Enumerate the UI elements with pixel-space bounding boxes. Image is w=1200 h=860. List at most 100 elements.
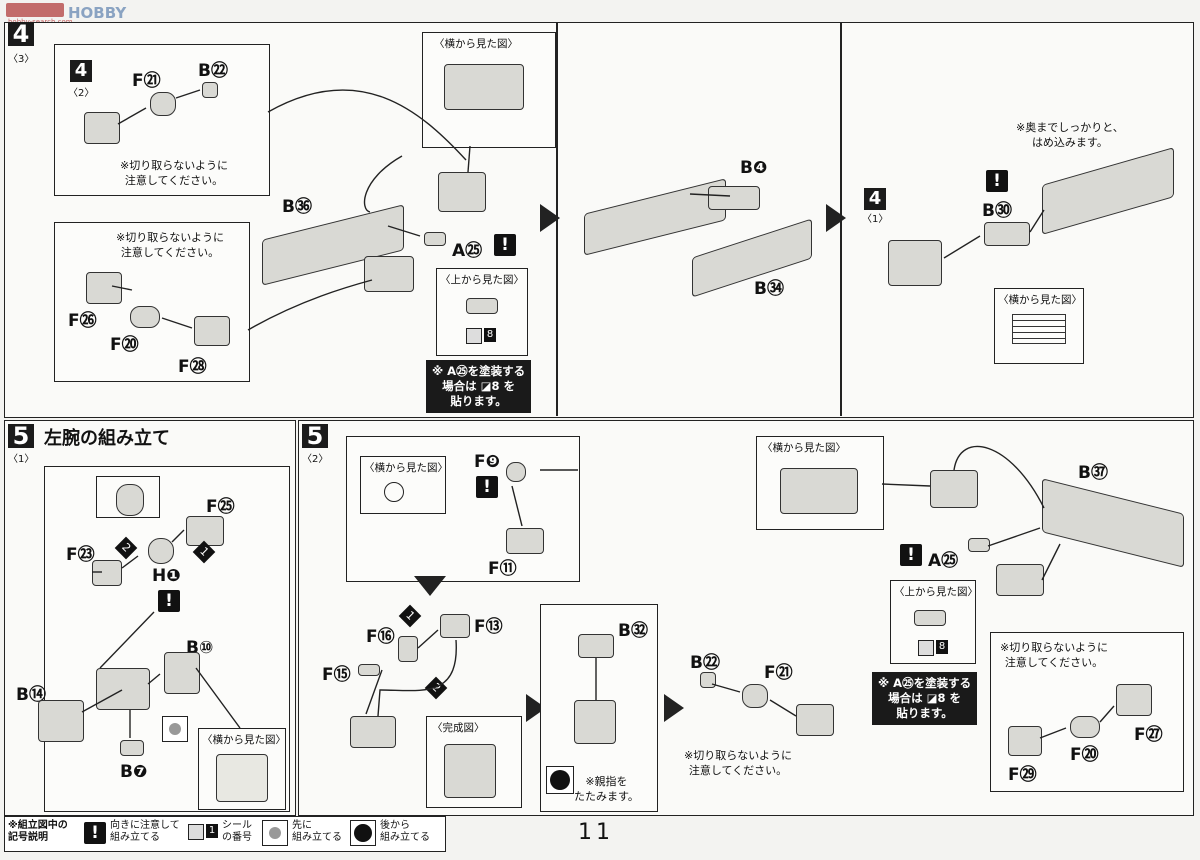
part-b14 <box>38 700 84 742</box>
top-view-label: 〈上から見た図〉 <box>440 274 524 286</box>
top-view-box <box>436 268 528 356</box>
label-f16: F⑯ <box>366 627 395 647</box>
label-f29: F㉙ <box>1008 765 1037 785</box>
part-b10 <box>164 652 200 694</box>
paint-note-right: ※ A㉕を塗装する 場合は ◪8 を 貼ります。 <box>872 672 978 725</box>
side-view-label-2: 〈横から見た図〉 <box>998 294 1082 306</box>
label-f27: F㉗ <box>1134 725 1163 745</box>
label-b30: B㉚ <box>982 201 1012 221</box>
label-f21-wrist: F㉑ <box>764 663 793 683</box>
legend-warning-icon: ! <box>84 822 106 844</box>
part-hand-thumb <box>574 700 616 744</box>
side-view-label: 〈横から見た図〉 <box>434 38 518 50</box>
part-top-piece-right <box>930 470 978 508</box>
step-ref-number: 4 <box>864 188 886 210</box>
note-insert: ※奥までしっかりと、 はめ込みます。 <box>1016 121 1124 149</box>
legend-later-icon <box>350 820 376 846</box>
label-f25: F㉕ <box>206 497 235 517</box>
legend-title: ※組立図中の 記号説明 <box>8 820 68 843</box>
part-f20-right <box>1070 716 1100 738</box>
label-f23: F㉓ <box>66 545 95 565</box>
part-joint-right <box>996 564 1044 596</box>
part-f29 <box>1008 726 1042 756</box>
warning-icon-f9: ! <box>476 476 498 498</box>
substep-label: 〈3〉 <box>8 54 35 65</box>
step-arrow-4 <box>664 694 684 722</box>
label-f21: F㉑ <box>132 71 161 91</box>
substep-5-1: 〈1〉 <box>8 454 35 465</box>
part-f13 <box>440 614 470 638</box>
thumb-note: ※親指を たたみます。 <box>574 775 639 803</box>
part-b32 <box>578 634 614 658</box>
part-a25 <box>424 232 446 246</box>
part-wrist-base <box>796 704 834 736</box>
later-assembly-icon <box>546 766 574 794</box>
down-arrow <box>414 576 446 596</box>
part-f23 <box>92 560 122 586</box>
label-h1: H❶ <box>152 566 181 586</box>
sticker-number-right: 8 <box>936 640 948 654</box>
legend-first-text: 先に 組み立てる <box>292 820 342 843</box>
warning-icon-b30: ! <box>986 170 1008 192</box>
top-view-part-right <box>914 610 946 626</box>
part-hand-assembly <box>350 716 396 748</box>
part-b22 <box>202 82 218 98</box>
step-number-4: 4 <box>8 22 34 46</box>
complete-view-label: 〈完成図〉 <box>432 722 485 734</box>
detail-step-number: 4 <box>70 60 92 82</box>
side-view-part-left <box>216 754 268 802</box>
label-b4: B❹ <box>740 158 768 178</box>
legend-sticker-number: 1 <box>206 824 218 838</box>
part-block <box>888 240 942 286</box>
label-a25-right: A㉕ <box>928 551 959 571</box>
label-f13: F⑬ <box>474 617 503 637</box>
part-shoulder-ref <box>116 484 144 516</box>
note-no-cut-joint: ※切り取らないように 注意してください。 <box>116 231 224 259</box>
side-view-label-right: 〈横から見た図〉 <box>762 442 846 454</box>
label-b22: B㉒ <box>198 61 228 81</box>
part-b30 <box>984 222 1030 246</box>
label-f20-right: F⑳ <box>1070 745 1099 765</box>
side-view-part <box>444 64 524 110</box>
step-arrow-2 <box>826 204 846 232</box>
part-f28 <box>194 316 230 346</box>
section-title: 左腕の組み立て <box>44 428 170 449</box>
part-shoulder-main <box>96 668 150 710</box>
hand-side-view-ring <box>384 482 404 502</box>
part-head-base <box>84 112 120 144</box>
legend-sticker-icon <box>188 824 204 840</box>
watermark-kanji <box>6 3 64 17</box>
label-b32: B㉜ <box>618 621 648 641</box>
warning-icon-h1: ! <box>158 590 180 612</box>
side-view-label-left: 〈横から見た図〉 <box>202 734 286 746</box>
part-f11 <box>506 528 544 554</box>
complete-view-part <box>444 744 496 798</box>
note-no-cut-top: ※切り取らないように 注意してください。 <box>120 159 228 187</box>
legend-warning-text: 向きに注意して 組み立てる <box>110 820 180 843</box>
note-no-cut-joint-right: ※切り取らないように 注意してください。 <box>1000 641 1108 669</box>
step-number-5-left: 5 <box>8 424 34 448</box>
part-f16 <box>398 636 418 662</box>
hand-side-view-label: 〈横から見た図〉 <box>364 462 448 474</box>
label-b22-wrist: B㉒ <box>690 653 720 673</box>
part-h1 <box>148 538 174 564</box>
side-view-lines <box>1012 314 1066 344</box>
part-f21 <box>150 92 176 116</box>
sticker-icon-right <box>918 640 934 656</box>
note-no-cut-wrist: ※切り取らないように 注意してください。 <box>684 749 792 777</box>
part-f21-wrist <box>742 684 768 708</box>
step-ref-substep: 〈1〉 <box>862 214 889 225</box>
label-b37: B㊲ <box>1078 463 1108 483</box>
label-b7: B❼ <box>120 762 148 782</box>
part-f20 <box>130 306 160 328</box>
paint-note-top: ※ A㉕を塗装する 場合は ◪8 を 貼ります。 <box>426 360 532 413</box>
label-a25: A㉕ <box>452 241 483 261</box>
part-f9 <box>506 462 526 482</box>
step-arrow-1 <box>540 204 560 232</box>
label-b34: B㉞ <box>754 279 784 299</box>
sticker-icon <box>466 328 482 344</box>
first-assembly-icon <box>162 716 188 742</box>
side-view-part-right <box>780 468 858 514</box>
hand-side-view-box <box>360 456 446 514</box>
